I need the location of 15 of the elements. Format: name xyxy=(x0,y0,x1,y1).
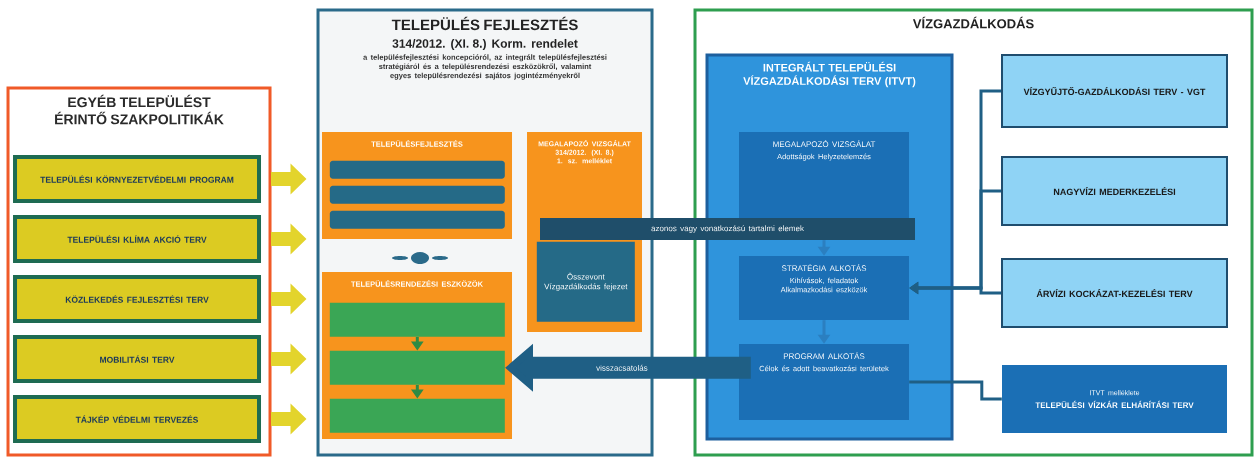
step-box xyxy=(329,350,505,385)
band: azonos vagy vonatkozású tartalmi elemek xyxy=(540,218,915,240)
step-box xyxy=(329,302,505,337)
plan-box: NAGYVÍZI MEDERKEZELÉSI xyxy=(1001,156,1228,226)
policy-box: TELEPÜLÉSI KÖRNYEZETVÉDELMI PROGRAM xyxy=(13,155,261,203)
connector xyxy=(909,380,1002,401)
edge-label: visszacsatolás xyxy=(594,362,650,373)
plan-box: VÍZGYŰJTŐ-GAZDÁLKODÁSI TERV - VGT xyxy=(1001,54,1228,128)
plan-box: ÁRVÍZI KOCKÁZAT-KEZELÉSI TERV xyxy=(1001,258,1228,328)
policy-box: KÖZLEKEDÉS FEJLESZTÉSI TERV xyxy=(13,275,261,323)
chapter-box: Összevont Vízgazdálkodás fejezet xyxy=(536,241,635,322)
policy-box: MOBILITÁSI TERV xyxy=(13,335,261,383)
step-box xyxy=(329,398,505,433)
policy-box: TÁJKÉP VÉDELMI TERVEZÉS xyxy=(13,395,261,443)
policy-box: TELEPÜLÉSI KLÍMA AKCIÓ TERV xyxy=(13,215,261,263)
